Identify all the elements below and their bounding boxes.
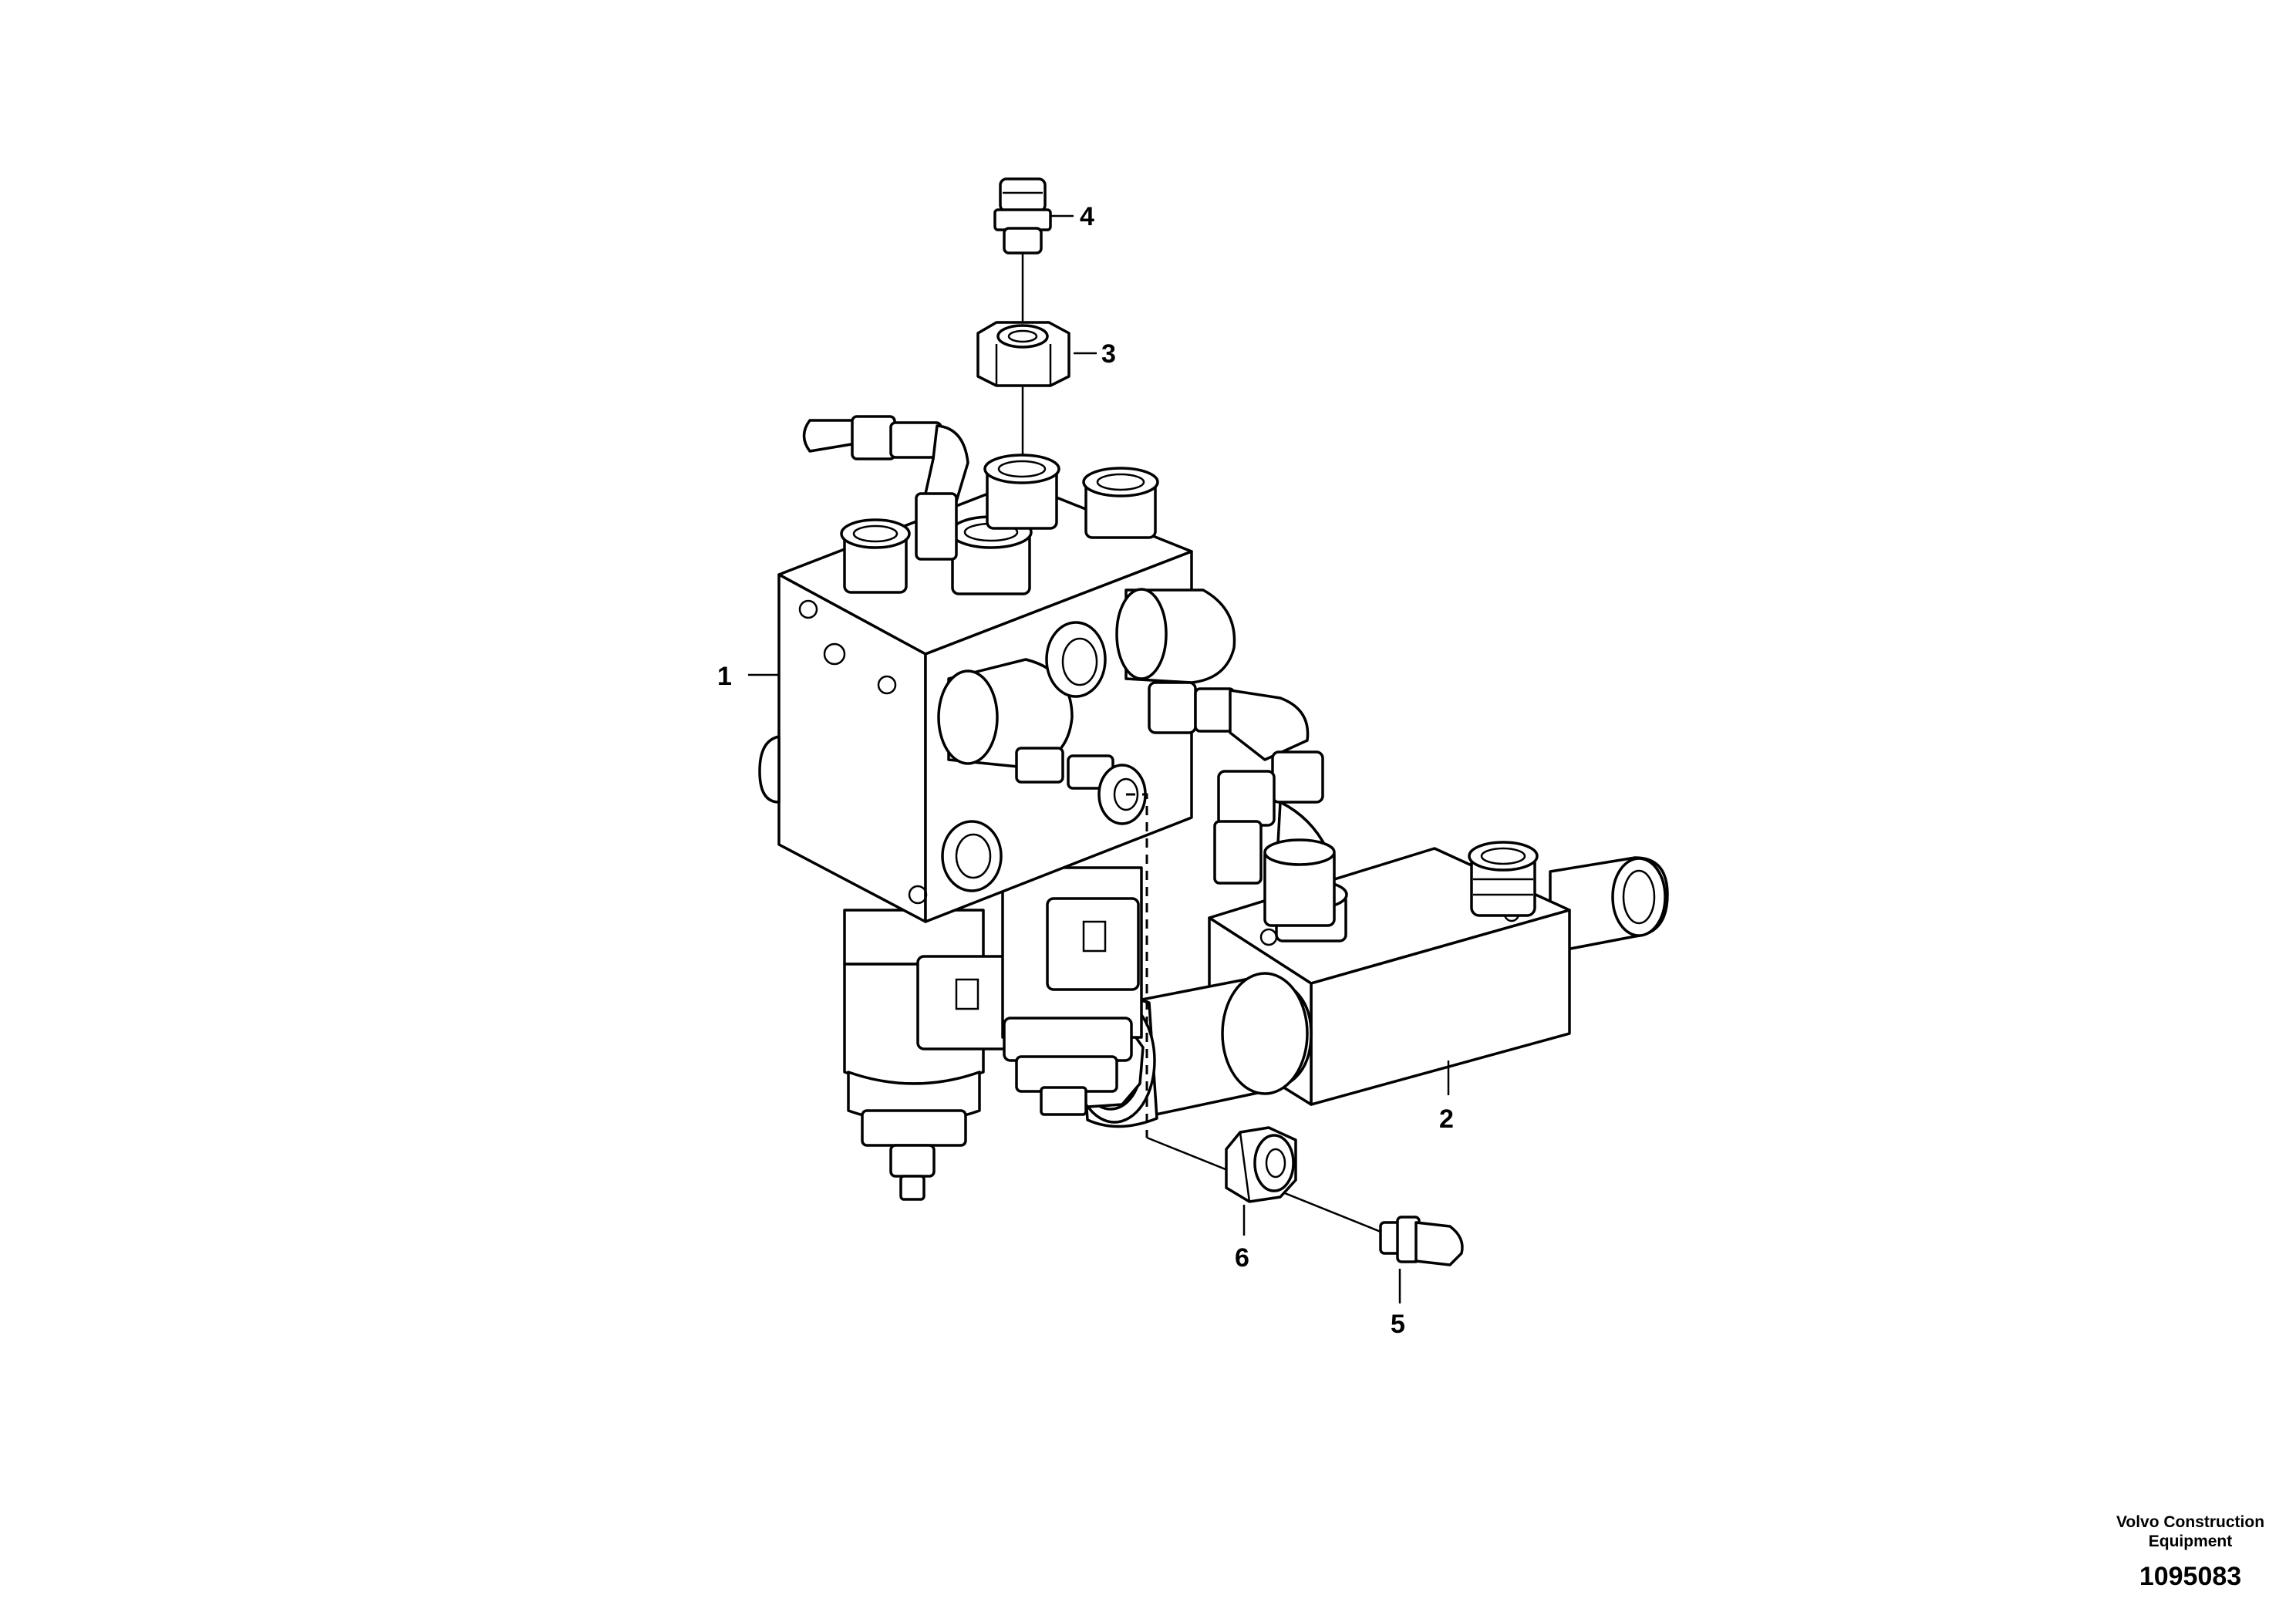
solenoid-right [1001,866,1143,1116]
part-6-nut[interactable] [1225,1126,1297,1203]
callout-5: 5 [1391,1310,1405,1339]
front-fittings [937,588,1236,892]
callout-4: 4 [1080,202,1094,231]
part-5-plug[interactable] [1379,1216,1464,1266]
callout-2: 2 [1439,1104,1454,1134]
part-3-nut[interactable] [976,321,1070,387]
company-name-line1: Volvo Construction [2116,1513,2264,1531]
top-fittings [802,415,1159,595]
solenoid-left [843,909,1012,1201]
connecting-hose [1148,681,1336,927]
callout-3: 3 [1101,339,1116,369]
callout-1: 1 [717,662,732,691]
leader-dashed [1126,793,1148,1138]
callout-6: 6 [1235,1243,1249,1273]
drawing-number: 1095083 [2139,1562,2241,1591]
company-name-line2: Equipment [2149,1533,2233,1550]
part-4-plug[interactable] [993,177,1052,255]
part-1-valve-block[interactable] [758,415,1336,1201]
part-2-valve-block[interactable] [1073,841,1669,1128]
